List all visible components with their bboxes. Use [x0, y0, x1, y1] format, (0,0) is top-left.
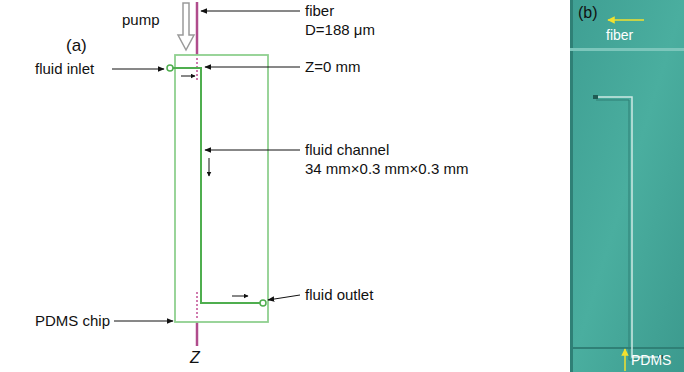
axis-label: Z — [190, 349, 200, 367]
part-label: pump — [122, 11, 160, 28]
pointer-arrow — [624, 349, 626, 371]
leader-line — [201, 11, 300, 12]
photo-background — [570, 0, 684, 372]
leader-line — [114, 321, 173, 322]
part-label: fluid inlet — [35, 60, 94, 77]
pump-arrow — [178, 3, 194, 50]
dimension-label: 34 mm×0.3 mm×0.3 mm — [305, 160, 468, 177]
part-label: fluid channel — [305, 141, 389, 158]
position-label: Z=0 mm — [305, 58, 360, 75]
photo-inlet — [593, 95, 598, 99]
leader-line — [205, 150, 300, 151]
outlet-port — [260, 300, 266, 306]
photo-channel-shadow — [596, 100, 662, 360]
dimension-label: D=188 μm — [305, 21, 375, 38]
pdms-edge — [570, 347, 684, 349]
leader-line — [205, 67, 300, 68]
pointer-arrow — [608, 19, 644, 21]
part-label: fluid outlet — [305, 286, 373, 303]
fiber-dashed — [196, 292, 198, 320]
part-label: fiber — [305, 2, 334, 19]
leader-line — [268, 295, 300, 300]
leader-line — [112, 69, 164, 70]
fiber-line — [196, 322, 199, 346]
photo-label: fiber — [606, 27, 633, 43]
panel-label: (b) — [578, 4, 598, 22]
pdms-chip — [175, 55, 268, 322]
fluid-channel — [173, 68, 260, 303]
part-label: PDMS chip — [35, 312, 110, 329]
panel-label: (a) — [66, 36, 87, 56]
flow-arrow — [209, 158, 210, 176]
flow-arrow — [181, 76, 195, 77]
fiber-line — [196, 2, 199, 55]
fiber-edge — [570, 48, 684, 51]
inlet-port — [167, 65, 173, 71]
photo-label: PDMS — [631, 352, 671, 368]
photo-edge — [570, 0, 573, 372]
flow-arrow — [232, 296, 248, 297]
